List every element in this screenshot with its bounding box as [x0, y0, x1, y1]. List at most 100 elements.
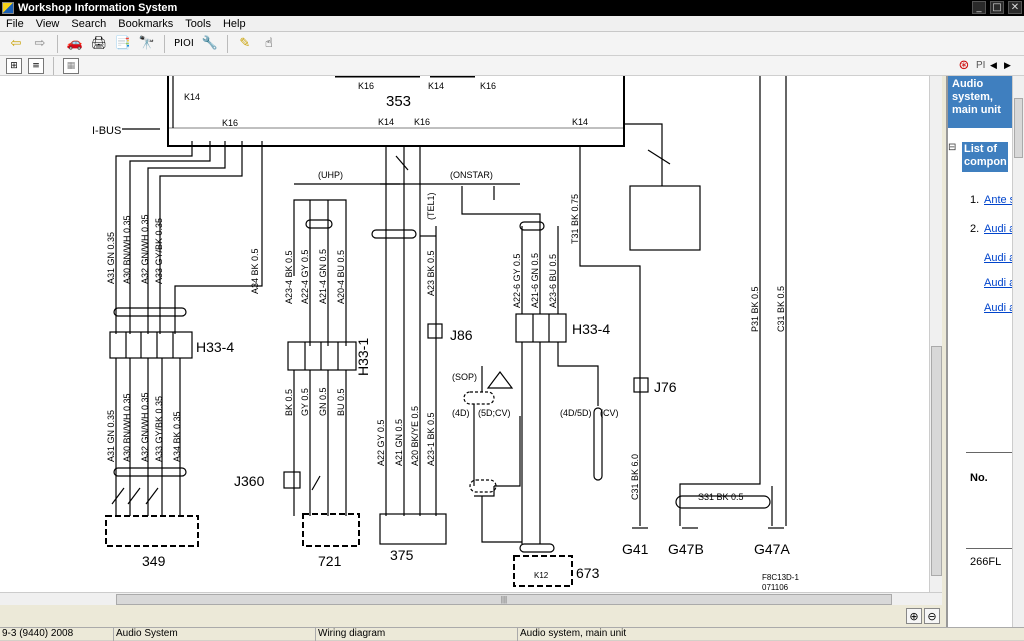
twisted-pair-shield [113, 307, 187, 317]
main-unit-box [167, 76, 625, 147]
wire-label: P31 BK 0.5 [750, 286, 760, 332]
wiring-diagram-pane: K14 K16 K14 K16 K16 K14 K16 K14 353 I-BU… [0, 76, 942, 592]
note-triangle [486, 371, 514, 389]
list-item[interactable]: Audi ampl bass spea [948, 252, 1012, 265]
status-bar: 9-3 (9440) 2008 Audio System Wiring diag… [0, 627, 1024, 641]
pointer-tool-icon[interactable]: ☝ [264, 36, 273, 51]
wire-label: BK 0.5 [284, 389, 294, 416]
pane-vertical-scrollbar[interactable] [1012, 76, 1024, 627]
back-arrow-icon[interactable]: ⇦ [10, 36, 22, 51]
menu-bar: File View Search Bookmarks Tools Help [0, 16, 1024, 32]
wire-label: A34 BK 0.5 [250, 248, 260, 294]
h33-1-connector [287, 341, 357, 371]
j360-splice [283, 471, 301, 489]
uhp-label: (UHP) [318, 170, 343, 180]
list-item[interactable]: 2. Audi ampl [948, 223, 1012, 236]
component-list-header[interactable]: ⊟ List of compon [948, 142, 1012, 172]
wire-label: T31 BK 0.75 [570, 194, 580, 244]
pioi-button[interactable]: PIOI [174, 38, 194, 49]
component-349-box [105, 515, 199, 547]
wire-label: A33 GY/BK 0.35 [154, 218, 164, 284]
h33-4-left-label: H33-4 [196, 339, 234, 355]
forward-arrow-icon[interactable]: ⇨ [34, 36, 46, 51]
list-item[interactable]: 1. Ante syste [948, 194, 1012, 207]
list-view-icon[interactable]: ≡ [28, 57, 44, 74]
wire-label: C31 BK 0.5 [776, 286, 786, 332]
status-model: 9-3 (9440) 2008 [0, 628, 114, 641]
next-page-icon[interactable]: ▶ [1003, 60, 1011, 71]
menu-search[interactable]: Search [71, 17, 107, 30]
j360-label: J360 [234, 473, 265, 489]
ibus-label: I-BUS [92, 125, 121, 137]
wire-a34 [174, 141, 263, 334]
main-unit-number: 353 [386, 93, 411, 110]
menu-tools[interactable]: Tools [185, 17, 211, 30]
component-link[interactable]: Audi ampl [984, 223, 1012, 235]
variant-4d5d-label: (4D/5D) [560, 408, 592, 418]
tree-view-icon[interactable]: ⊞ [6, 57, 22, 74]
bookmark-icon[interactable]: ⊛ [958, 58, 970, 73]
wire-label: A32 GN/WH 0.35 [140, 392, 150, 462]
j76-label: J76 [654, 379, 677, 395]
menu-bookmarks[interactable]: Bookmarks [118, 17, 174, 30]
toolbar-separator [164, 34, 165, 53]
menu-file[interactable]: File [6, 17, 24, 30]
toolbar-separator [53, 56, 54, 75]
close-button[interactable]: ✕ [1008, 1, 1022, 14]
wire-label: A21-6 GN 0.5 [530, 253, 540, 308]
component-375-box [379, 513, 447, 545]
divider [966, 452, 1012, 453]
zoom-out-icon[interactable]: ⊖ [924, 608, 940, 624]
component-link[interactable]: Ante syste [984, 194, 1012, 206]
j76-splice [633, 377, 649, 393]
component-link[interactable]: Audi ampl rear [984, 302, 1012, 314]
component-375-label: 375 [390, 547, 414, 563]
menu-view[interactable]: View [35, 17, 60, 30]
component-721-box [302, 513, 360, 547]
wire-label: A32 GN/WH 0.35 [140, 214, 150, 284]
tool-icon[interactable]: 🔧 [201, 36, 218, 51]
highlighter-icon[interactable]: ✎ [239, 36, 251, 51]
k16-label: K16 [480, 81, 496, 91]
component-673-box [513, 555, 573, 587]
wire-a32 [147, 141, 226, 334]
wire-label: C31 BK 6.0 [630, 454, 640, 500]
diagram-vertical-scrollbar[interactable] [929, 76, 942, 592]
diagram-view-icon[interactable]: ▦ [63, 57, 79, 74]
toolbar-separator [226, 34, 228, 53]
list-item[interactable]: Audi ampl rear [948, 302, 1012, 315]
toolbar-separator [57, 34, 58, 53]
h33-1-label: H33-1 [355, 338, 371, 376]
ground-g47b-label: G47B [668, 541, 704, 557]
h33-4-right-label: H33-4 [572, 321, 610, 337]
car-icon[interactable]: 🚗 [66, 36, 84, 51]
h33-4-right-connector [515, 313, 567, 343]
print-icon[interactable]: 🖨 [90, 36, 108, 51]
collapse-icon[interactable]: ⊟ [948, 142, 957, 153]
divider [966, 548, 1012, 549]
status-section: Audio System [114, 628, 316, 641]
maximize-button[interactable]: □ [990, 1, 1004, 14]
component-link[interactable]: Audi ampl front [984, 277, 1012, 289]
wiring-diagram[interactable]: K14 K16 K14 K16 K16 K14 K16 K14 353 I-BU… [0, 76, 929, 592]
previous-page-icon[interactable]: ◀ [989, 60, 997, 71]
menu-help[interactable]: Help [222, 17, 246, 30]
wire-label: A23-1 BK 0.5 [426, 412, 436, 466]
binoculars-icon[interactable]: 🔭 [138, 36, 156, 51]
wire-label: A30 BN/WH 0.35 [122, 393, 132, 462]
wire-label: A21-4 GN 0.5 [318, 249, 328, 304]
title-bar: Workshop Information System _ □ ✕ [0, 0, 1024, 16]
diagram-horizontal-scrollbar[interactable]: ||| [0, 592, 942, 605]
wire-label: A23-4 BK 0.5 [284, 250, 294, 304]
tel1-label: (TEL1) [426, 192, 436, 220]
document-search-icon[interactable]: 📑 [114, 36, 132, 51]
table-header-no: No. [970, 472, 988, 484]
document-code: 266FL [970, 556, 1002, 568]
wire-a33 [159, 141, 243, 334]
list-item[interactable]: Audi ampl front [948, 277, 1012, 290]
zoom-in-icon[interactable]: ⊕ [906, 608, 922, 624]
minimize-button[interactable]: _ [972, 1, 986, 14]
wire-label: A21 GN 0.5 [394, 419, 404, 466]
component-link[interactable]: Audi ampl bass spea [984, 252, 1012, 264]
